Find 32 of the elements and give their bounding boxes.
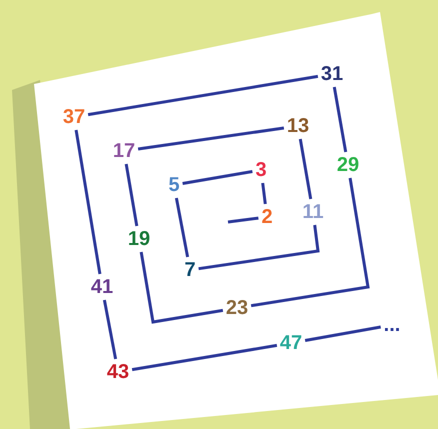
spiral-line: [138, 126, 284, 150]
spiral-line: [298, 138, 312, 200]
prime-number: 37: [62, 106, 86, 128]
prime-number: 2: [261, 206, 273, 228]
prime-number: 29: [336, 154, 360, 176]
spiral-line: [228, 216, 259, 224]
spiral-line: [182, 170, 253, 185]
spiral-line: [140, 252, 224, 324]
prime-number: 11: [302, 201, 324, 223]
prime-number: 17: [112, 140, 136, 162]
prime-number: 13: [286, 115, 310, 137]
prime-number: 23: [226, 297, 248, 319]
spiral-line: [250, 178, 370, 308]
prime-number: ...: [384, 314, 400, 336]
spiral-line: [74, 130, 102, 274]
spiral-line: [132, 344, 278, 372]
prime-number: 19: [128, 228, 150, 250]
spiral-line: [198, 224, 320, 270]
prime-number: 31: [320, 63, 344, 85]
spiral-line: [174, 198, 190, 258]
spiral-line: [304, 326, 381, 342]
spiral-line: [102, 300, 118, 360]
prime-number: 41: [90, 276, 114, 298]
spiral-line: [88, 74, 318, 116]
spiral-line: [124, 164, 138, 226]
prime-number: 47: [280, 332, 302, 354]
prime-number: 5: [168, 174, 180, 196]
spiral-line: [332, 86, 348, 152]
prime-number: 3: [255, 159, 267, 181]
spiral-line: [261, 182, 267, 204]
prime-number: 7: [184, 259, 196, 281]
prime-number: 43: [106, 361, 130, 383]
